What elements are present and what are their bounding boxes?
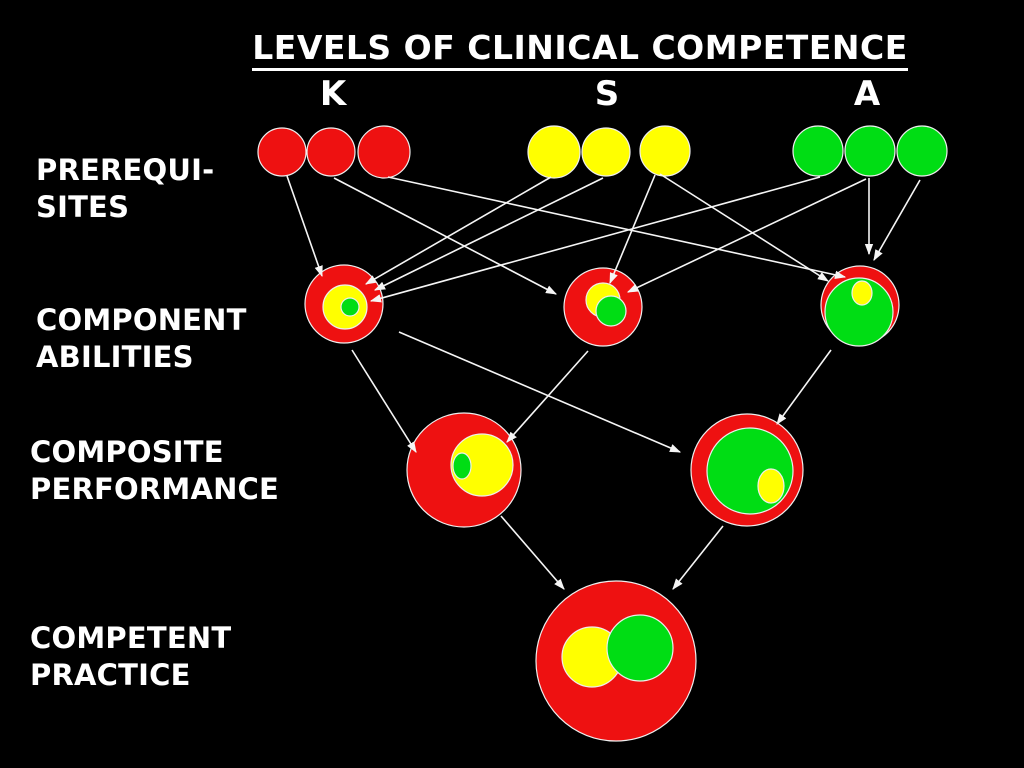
prereq-k-1 bbox=[257, 127, 307, 177]
component-ability-right bbox=[820, 265, 900, 347]
composite-performance-left bbox=[406, 412, 522, 528]
prereq-k-3 bbox=[357, 125, 411, 179]
connector-arrow-16 bbox=[500, 515, 565, 590]
prereq-s-3 bbox=[639, 125, 691, 177]
composite-performance-right-green-shape bbox=[706, 427, 794, 515]
prereq-k-2-red-shape bbox=[306, 127, 356, 177]
connector-arrow-8 bbox=[369, 176, 821, 303]
prereq-s-2 bbox=[581, 127, 631, 177]
prereq-s-2-yellow-shape bbox=[581, 127, 631, 177]
prereq-a-3 bbox=[896, 125, 948, 177]
prereq-s-3-yellow-shape bbox=[639, 125, 691, 177]
component-ability-middle bbox=[563, 267, 643, 347]
row-label-line: PRACTICE bbox=[30, 658, 191, 692]
prereq-a-1-green-shape bbox=[792, 125, 844, 177]
connector-arrow-12 bbox=[351, 349, 417, 453]
row-label-line: COMPETENT bbox=[30, 621, 232, 655]
column-header-a: A bbox=[853, 74, 881, 114]
row-label-line: COMPOSITE bbox=[30, 435, 224, 469]
competent-practice-circle-green-shape bbox=[606, 614, 674, 682]
prereq-k-2 bbox=[306, 127, 356, 177]
row-label-line: COMPONENT bbox=[36, 303, 247, 337]
connector-arrow-2 bbox=[333, 177, 557, 295]
connector-arrow-17 bbox=[672, 525, 724, 590]
connector-arrow-13 bbox=[398, 331, 682, 453]
composite-performance-right bbox=[690, 413, 804, 527]
column-header-s: S bbox=[594, 74, 620, 114]
component-ability-left-green-shape bbox=[340, 297, 360, 317]
page-title: LEVELS OF CLINICAL COMPETENCE bbox=[252, 30, 908, 71]
row-label-prerequisites: PREREQUI- SITES bbox=[36, 152, 214, 226]
connector-arrow-5 bbox=[373, 177, 604, 291]
connector-arrow-14 bbox=[506, 350, 589, 443]
prereq-k-1-red-shape bbox=[257, 127, 307, 177]
connector-arrow-4 bbox=[365, 176, 552, 285]
prereq-a-2-green-shape bbox=[844, 125, 896, 177]
prereq-k-3-red-shape bbox=[357, 125, 411, 179]
row-label-component-abilities: COMPONENT ABILITIES bbox=[36, 302, 247, 376]
column-header-k: K bbox=[319, 74, 347, 114]
composite-performance-left-yellow-shape bbox=[450, 433, 514, 497]
component-ability-left bbox=[304, 264, 384, 344]
composite-performance-left-green-shape bbox=[452, 452, 472, 480]
prereq-s-1 bbox=[527, 125, 581, 179]
title-area: LEVELS OF CLINICAL COMPETENCE bbox=[240, 30, 920, 71]
row-label-line: PERFORMANCE bbox=[30, 472, 280, 506]
component-ability-right-yellow-shape bbox=[851, 280, 873, 306]
row-label-composite-performance: COMPOSITE PERFORMANCE bbox=[30, 434, 279, 508]
row-label-line: SITES bbox=[36, 190, 130, 224]
connector-arrow-9 bbox=[626, 178, 867, 293]
row-label-line: ABILITIES bbox=[36, 340, 194, 374]
prereq-s-1-yellow-shape bbox=[527, 125, 581, 179]
row-label-line: PREREQUI- bbox=[36, 153, 215, 187]
prereq-a-3-green-shape bbox=[896, 125, 948, 177]
connector-arrow-7 bbox=[659, 173, 829, 282]
prereq-a-2 bbox=[844, 125, 896, 177]
row-label-competent-practice: COMPETENT PRACTICE bbox=[30, 620, 231, 694]
connector-arrow-1 bbox=[286, 175, 323, 278]
component-ability-middle-green-shape bbox=[595, 295, 627, 327]
composite-performance-right-yellow-shape bbox=[757, 468, 785, 504]
competent-practice-circle bbox=[535, 580, 697, 742]
prereq-a-1 bbox=[792, 125, 844, 177]
component-ability-right-green-shape bbox=[824, 277, 894, 347]
connector-arrow-15 bbox=[776, 349, 832, 425]
connector-arrow-11 bbox=[873, 179, 921, 261]
connector-arrow-3 bbox=[387, 176, 847, 279]
